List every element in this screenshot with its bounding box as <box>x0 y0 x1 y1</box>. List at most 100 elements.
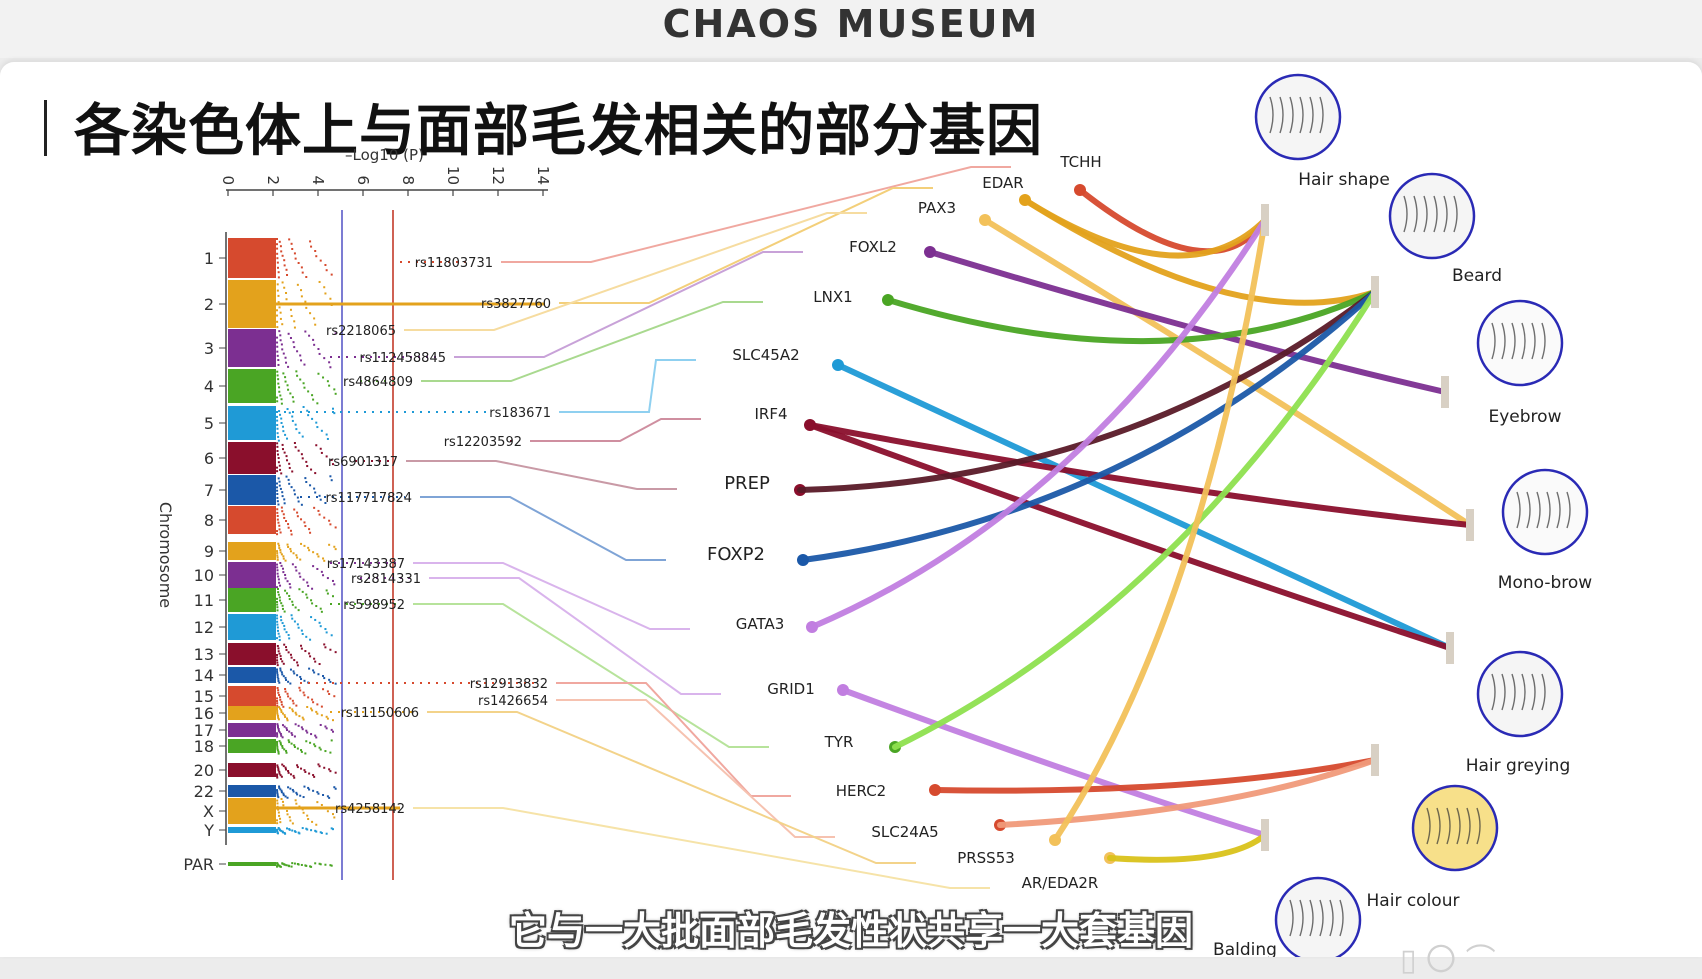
snp-gene-connector <box>559 359 696 413</box>
chromosome-label: 15 <box>194 687 214 706</box>
trait-label: Hair colour <box>1367 891 1460 911</box>
snp-gene-connector <box>530 418 701 442</box>
watermark: ▯ 〇 ⌒ <box>1400 943 1496 978</box>
chromosome-label: 4 <box>204 377 214 396</box>
chromosome-label: 16 <box>194 704 214 723</box>
snp-gene-connector <box>556 682 791 797</box>
chromosome-label: 6 <box>204 449 214 468</box>
snp-gene-connector <box>454 251 803 358</box>
snp-hit: rs1426654 <box>478 694 548 709</box>
beard-icon <box>1388 172 1476 260</box>
video-subtitle: 它与一大批面部毛发性状共享一大套基因 <box>508 909 1193 953</box>
snp-gene-connector <box>406 460 677 490</box>
title-accent-bar <box>44 100 47 156</box>
chromosome-band <box>228 442 334 475</box>
gene-label: LNX1 <box>813 288 852 306</box>
p-tick-label: 4 <box>309 175 327 185</box>
chromosome-label: 22 <box>194 782 214 801</box>
p-axis-label: –Log10 (P) <box>345 146 424 164</box>
chromosome-axis-label: Chromosome <box>156 502 175 608</box>
snp-gene-connector <box>413 562 690 630</box>
snp-gene-connector <box>413 603 769 748</box>
chromosome-band <box>228 739 333 755</box>
balding-icon <box>1274 876 1362 957</box>
snp-label: rs4258142 <box>335 802 405 817</box>
snp-hits: rs11803731 rs3827760 rs2218065 rs112458845 r… <box>276 256 551 817</box>
p-tick-label: 6 <box>354 175 372 185</box>
snp-hit: rs598952 <box>330 598 405 613</box>
gene-trait-link <box>809 217 1268 630</box>
chromosome-band <box>228 369 337 405</box>
gene-label: AR/EDA2R <box>1022 874 1099 892</box>
p-tick-label: 0 <box>219 175 237 185</box>
chromosome-band <box>228 588 334 613</box>
gene-trait-link <box>1052 217 1268 843</box>
gene-label: TCHH <box>1059 153 1101 171</box>
chromosome-label: 1 <box>204 249 214 268</box>
gene-label: FOXL2 <box>849 238 897 256</box>
snp-hit: rs117717824 <box>300 491 412 506</box>
gene-trait-link <box>1107 832 1268 863</box>
trait-anchor-bar <box>1261 204 1269 236</box>
trait-label: Beard <box>1452 266 1502 286</box>
snp-gene-connector <box>420 496 666 561</box>
gene-label: GRID1 <box>767 680 815 698</box>
gene-trait-link <box>927 249 1448 395</box>
gene-trait-link <box>835 362 1453 651</box>
p-tick-label: 14 <box>534 166 552 185</box>
snp-hit: rs2218065 <box>326 324 396 339</box>
p-tick-label: 2 <box>264 175 282 185</box>
gene-trait-link <box>807 422 1453 651</box>
snp-hit: rs2814331 <box>351 572 421 587</box>
chromosome-band <box>228 475 333 506</box>
gene-label: PRSS53 <box>957 849 1015 867</box>
snp-hit: rs183671 <box>276 406 551 421</box>
chromosome-label: 11 <box>194 591 214 610</box>
snp-hit: rs11803731 <box>400 256 493 271</box>
chromosome-band <box>228 785 337 799</box>
snp-gene-connector <box>556 699 835 838</box>
gene-trait-link <box>797 289 1378 493</box>
snp-label: rs112458845 <box>359 351 446 366</box>
gene-trait-link <box>892 289 1378 750</box>
gene-label: GATA3 <box>736 615 785 633</box>
gene-label: TYR <box>824 733 854 751</box>
slide-title: 各染色体上与面部毛发相关的部分基因 <box>74 99 1043 164</box>
snp-gene-connector <box>404 212 867 331</box>
trait-label: Hair greying <box>1466 756 1571 776</box>
gene-trait-link <box>997 757 1378 828</box>
snp-label: rs3827760 <box>481 297 551 312</box>
chromosome-label: 2 <box>204 295 214 314</box>
snp-label: rs117717824 <box>325 491 412 506</box>
snp-gene-connector <box>429 577 721 695</box>
snp-gene-connector <box>559 187 933 304</box>
chromosome-label: 13 <box>194 645 214 664</box>
chromosome-label: 9 <box>204 542 214 561</box>
gene-trait-link <box>840 687 1268 838</box>
chromosome-band <box>228 614 333 641</box>
snp-gene-connectors <box>404 166 1011 889</box>
snp-gene-connector <box>413 807 990 889</box>
chromosome-label: PAR <box>183 855 214 874</box>
chromosome-band <box>228 667 337 685</box>
chromosome-band <box>228 827 334 835</box>
snp-label: rs6901317 <box>328 455 398 470</box>
chromosome-band <box>228 798 336 826</box>
chromosome-band <box>228 280 333 329</box>
snp-label: rs12913832 <box>470 677 548 692</box>
hair-shape-icon <box>1254 73 1342 161</box>
gene-trait-link <box>932 757 1378 794</box>
chromosome-label: X <box>203 802 214 821</box>
chromosome-label: 12 <box>194 618 214 637</box>
eyebrow-icon <box>1476 299 1564 387</box>
chromosome-band <box>228 238 333 279</box>
gene-label: PREP <box>724 473 770 494</box>
p-tick-label: 8 <box>399 175 417 185</box>
gene-labels: TCHHEDARPAX3FOXL2LNX1SLC45A2IRF4PREPFOXP… <box>707 153 1102 892</box>
snp-hit: rs112458845 <box>330 351 446 366</box>
snp-hit: rs3827760 <box>276 297 551 312</box>
gene-trait-link <box>1022 197 1268 259</box>
chromosome-band <box>228 686 336 708</box>
chromosome-bands <box>228 238 337 868</box>
